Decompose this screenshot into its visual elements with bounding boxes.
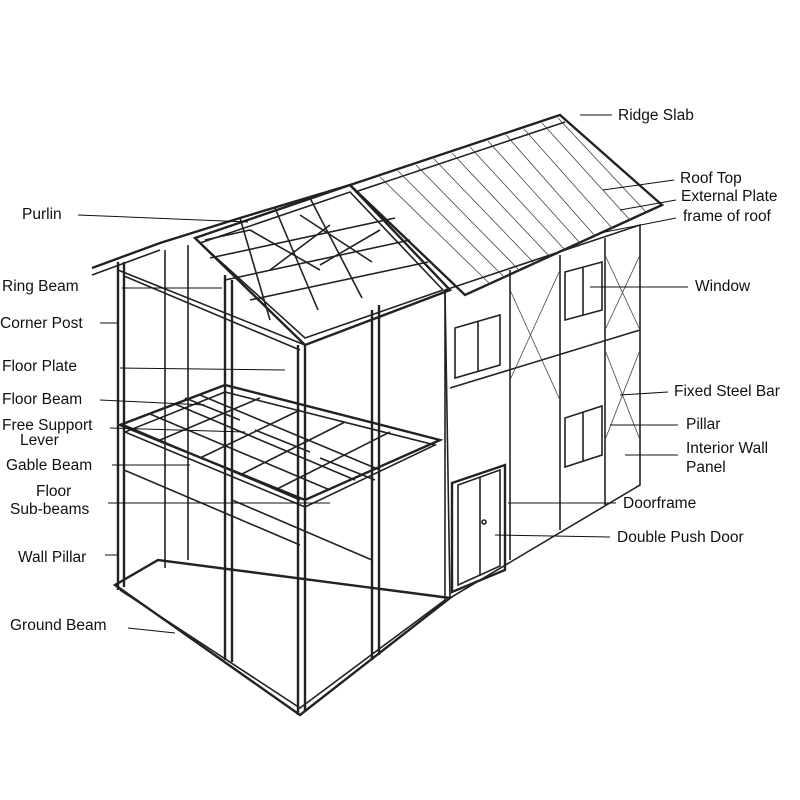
label-wall-pillar: Wall Pillar [18,549,86,566]
label-fixed-steel-bar: Fixed Steel Bar [674,383,780,400]
ground-beam-frame [112,558,454,717]
label-frame-of-roof: frame of roof [683,208,772,225]
window-frames [454,260,603,469]
roof-top-sheets [347,113,665,297]
label-roof-top: Roof Top [680,170,742,187]
ring-beam-frame [91,183,453,351]
interior-wall-panels [444,223,641,600]
label-purlin: Purlin [22,206,62,223]
house-illustration [91,113,665,717]
label-ridge-slab: Ridge Slab [618,107,694,124]
wall-pillars [116,245,446,715]
label-floor-beam: Floor Beam [2,391,82,408]
label-floor: Floor [36,483,71,500]
double-push-door [450,463,507,594]
label-free-support: Free Support [2,417,93,434]
label-floor-plate: Floor Plate [2,358,77,375]
label-lever: Lever [20,432,59,449]
label-corner-post: Corner Post [0,315,83,332]
label-ring-beam: Ring Beam [2,278,79,295]
label-pillar: Pillar [686,416,720,433]
label-double-push-door: Double Push Door [617,529,744,546]
label-panel: Panel [686,459,726,476]
leader-lines [77,114,688,634]
label-gable-beam: Gable Beam [6,457,92,474]
label-doorframe: Doorframe [623,495,696,512]
label-window: Window [695,278,751,295]
label-external-plate: External Plate [681,188,778,205]
roof-purlins [204,197,429,321]
callout-labels: Ridge Slab Roof Top External Plate frame… [0,107,780,634]
gable-beams [123,424,373,561]
label-ground-beam: Ground Beam [10,617,107,634]
label-sub-beams: Sub-beams [10,501,90,518]
label-interior-wall: Interior Wall [686,440,768,457]
